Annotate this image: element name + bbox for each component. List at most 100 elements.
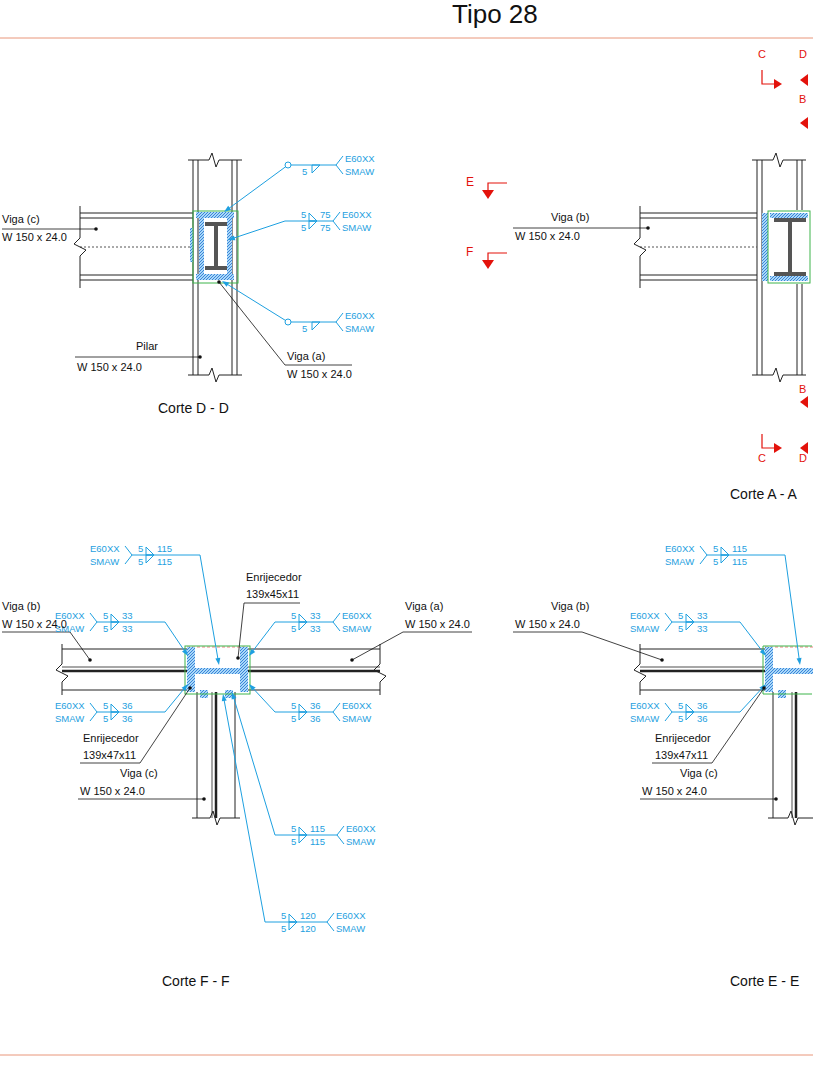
fillet-symbol [299,614,307,622]
weld-spec-text: E60XX [336,911,366,921]
connection-f [187,647,195,692]
column-d [188,153,242,382]
weld-spec-text: SMAW [342,223,371,233]
weld-spec-text: 115 [157,557,172,567]
beam-a-f [248,670,380,673]
weld-tail [327,913,334,922]
beam-c-d [80,218,193,219]
fillet-symbol [721,555,729,563]
weld-spec-text: E60XX [55,701,85,711]
connection-a [770,276,808,281]
beam-a-f [248,644,386,695]
column-c-e [768,692,813,825]
fillet-symbol [299,835,307,843]
weld-leader [233,697,275,835]
weld-spec-text: 5 [281,924,286,934]
reference-line [132,555,200,556]
weld-tail [333,212,340,221]
weld-tail [665,712,672,721]
weld-spec-text: 5 [302,167,307,177]
leader-dot [350,658,354,662]
beam-b-e [634,644,765,695]
section-mark: E [466,176,474,190]
beam-b-f [56,644,68,695]
callout-label: Enrijecedor [83,732,139,745]
weld-spec-text: E60XX [345,311,375,321]
weld-leader [252,688,275,712]
weld-leader [200,555,218,660]
fillet-symbol [721,547,729,555]
all-around-circle [285,162,291,168]
callout-label: 139x47x11 [655,749,708,762]
leader-dot [774,797,778,801]
callout-leader [238,603,300,658]
callout-label: Viga (c) [120,767,158,780]
column-c-e [792,692,793,818]
arrow-head [222,694,227,701]
connection-d [190,211,238,283]
callout-label: Viga (a) [405,600,443,613]
arrow-head [182,684,188,691]
beam-c-d [80,275,193,276]
beam-b-e [640,670,765,673]
fillet-symbol [309,213,317,221]
leader-dot [188,686,192,690]
leader-dot [202,797,206,801]
weld-tail [125,555,132,564]
arrow-head [224,206,231,212]
column-d [188,153,242,167]
sheet-border [0,38,813,1055]
leader-dot [217,280,221,284]
fillet-symbol [299,827,307,835]
weld-spec-text: SMAW [665,557,694,567]
section-caption: Corte A - A [730,486,797,502]
beam-c-d [80,280,193,281]
weld-spec-text: 5 [138,544,143,554]
weld-tail [333,712,340,721]
callout-label: Enrijecedor [246,571,302,584]
weld-spec-text: 33 [697,624,708,634]
fillet-symbol [111,614,119,622]
reference-line [97,712,165,713]
fillet-symbol [686,622,694,630]
connection-d [227,218,232,274]
fillet-symbol [299,712,307,720]
weld-spec-text: SMAW [345,167,374,177]
weld-tail [336,322,343,331]
weld-spec-text: E60XX [342,210,372,220]
weld-tail [90,712,97,721]
callout-label: W 150 x 24.0 [642,785,707,798]
weld-spec-text: 120 [300,911,316,921]
beam-c-d [80,247,193,248]
beam-a-f [248,690,380,691]
connection-d [196,274,234,280]
connection-a [788,222,792,272]
section-arrows [774,79,782,89]
weld-spec-text: 5 [103,624,108,634]
leader-dot [88,658,92,662]
beam-b-f [62,649,187,650]
weld-spec-text: E60XX [342,611,372,621]
weld-spec-text: 115 [732,557,747,567]
weld-leader [252,622,275,652]
weld-spec-text: 5 [291,714,296,724]
section-arrows [800,74,808,86]
fillet-symbol [312,165,320,173]
weld-spec-text: 5 [291,701,296,711]
arrow-head [760,649,766,656]
weld-spec-text: SMAW [630,624,659,634]
weld-spec-text: SMAW [346,837,375,847]
weld-leader [740,622,763,652]
weld-tail [336,165,343,174]
fillet-symbol [312,322,320,330]
callout-label: Viga (b) [551,600,589,613]
section-mark: B [799,93,806,106]
callout-leader [78,799,204,800]
connection-a [762,213,768,281]
column-a [797,160,798,210]
weld-spec-text: 5 [291,611,296,621]
fillet-symbol [111,622,119,630]
section-mark: F [466,246,473,260]
weld-spec-text: 33 [310,624,321,634]
weld-tail [90,703,97,712]
